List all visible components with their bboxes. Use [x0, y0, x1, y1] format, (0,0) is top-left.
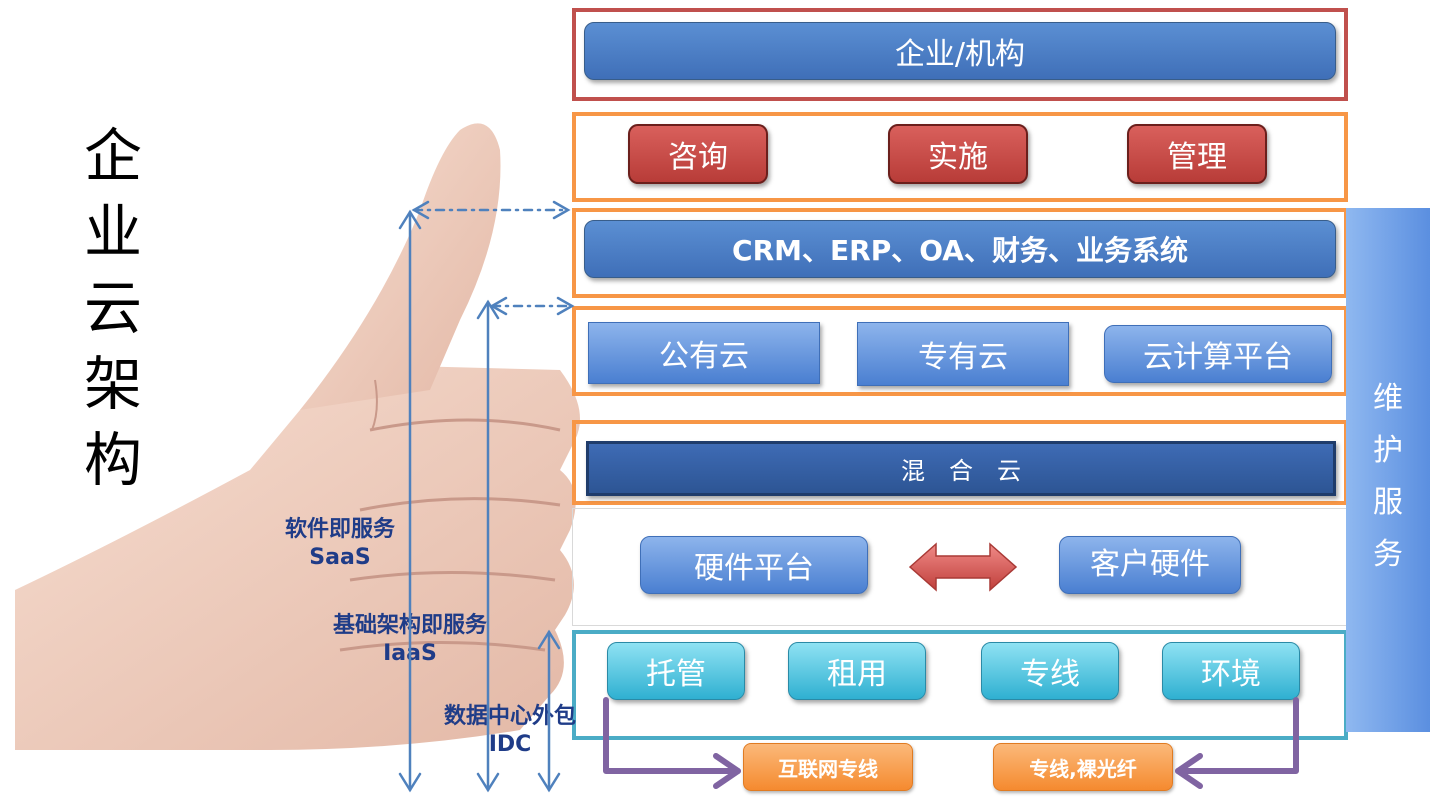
idc-label: 数据中心外包 IDC [412, 703, 608, 758]
side-bar-char: 护 [1373, 433, 1403, 468]
side-bar-char: 维 [1373, 381, 1403, 416]
idc-label-en: IDC [488, 731, 532, 757]
hybrid-cloud-bar: 混 合 云 [586, 441, 1336, 496]
dedicated-line-box: 专线 [981, 642, 1119, 700]
title-char: 企 [83, 122, 142, 190]
hosting-box: 托管 [607, 642, 745, 700]
saas-label-cn: 软件即服务 [284, 517, 395, 542]
enterprise-box: 企业/机构 [584, 22, 1336, 80]
hardware-platform-box: 硬件平台 [640, 536, 868, 594]
internet-line-tag: 互联网专线 [743, 743, 913, 791]
services-layer-frame [572, 112, 1348, 202]
title-char: 业 [83, 198, 142, 266]
business-systems-box: CRM、ERP、OA、财务、业务系统 [584, 220, 1336, 278]
side-bar-char: 务 [1373, 537, 1403, 572]
title-char: 云 [83, 274, 142, 342]
enterprise-layer-frame [572, 8, 1348, 101]
rental-box: 租用 [788, 642, 926, 700]
vertical-title: 企 业 云 架 构 [78, 118, 148, 498]
cloud-platform-box: 云计算平台 [1104, 325, 1332, 383]
service-implement-box: 实施 [888, 124, 1028, 184]
customer-hardware-box: 客户硬件 [1059, 536, 1241, 594]
dark-fiber-tag: 专线,裸光纤 [993, 743, 1173, 791]
saas-label-en: SaaS [309, 544, 371, 570]
hosting-link-arrow [603, 697, 741, 774]
maintenance-service-bar: 维 护 服 务 [1346, 208, 1430, 732]
title-char: 架 [83, 350, 142, 418]
double-arrow-icon [908, 542, 1018, 592]
idc-label-cn: 数据中心外包 [443, 704, 576, 729]
public-cloud-box: 公有云 [588, 322, 820, 384]
service-manage-box: 管理 [1127, 124, 1267, 184]
environment-link-arrow [1175, 697, 1299, 774]
private-cloud-box: 专有云 [857, 322, 1069, 386]
thumbs-up-hand-icon [15, 123, 580, 750]
service-consult-box: 咨询 [628, 124, 768, 184]
side-bar-char: 服 [1373, 485, 1403, 520]
saas-label: 软件即服务 SaaS [240, 516, 440, 571]
title-char: 构 [83, 426, 142, 494]
environment-box: 环境 [1162, 642, 1300, 700]
